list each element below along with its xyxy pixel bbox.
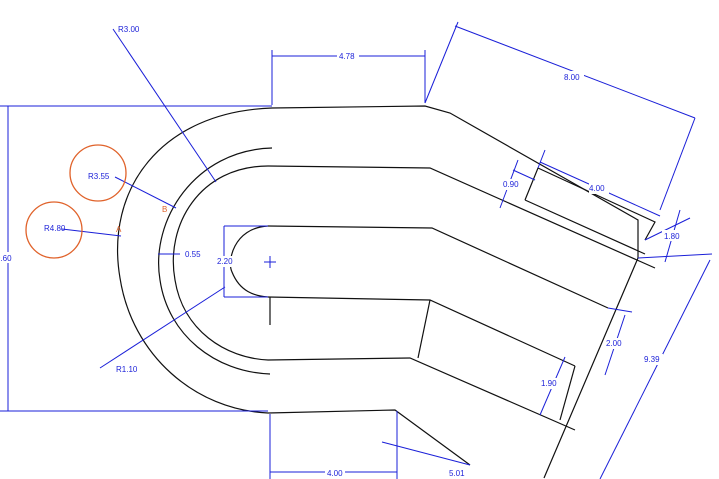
callout-circle-r480 <box>25 201 83 259</box>
right-inner-edge <box>559 365 576 421</box>
slot-upper-arc <box>172 165 269 361</box>
radius-r480-label: R4.80 <box>44 224 66 233</box>
radius-r110-label: R1.10 <box>116 365 138 374</box>
dim-190-label: 1.90 <box>541 379 557 388</box>
dim-478-label: 4.78 <box>339 52 355 61</box>
dim-055-label: 0.55 <box>185 250 201 259</box>
inner-tongue-arc <box>229 225 269 298</box>
dim-800-label: 8.00 <box>564 73 580 82</box>
dim-400-top-label: 4.00 <box>589 184 605 193</box>
inner-tongue-bottom <box>267 296 576 367</box>
dim-220-label: 2.20 <box>217 257 233 266</box>
inner-tongue-top <box>267 225 609 309</box>
dim-960-label: 9.60 <box>0 254 12 263</box>
outer-profile <box>271 105 639 479</box>
dim-200-label: 2.00 <box>606 339 622 348</box>
inner-tongue-end <box>417 299 431 359</box>
dim-400-bottom-label: 4.00 <box>327 469 343 478</box>
bottom-outer-edge <box>267 409 471 466</box>
step-notch-lower <box>524 199 646 255</box>
radius-r355-label: R3.55 <box>88 172 110 181</box>
outer-arc <box>116 107 273 414</box>
slot-upper-edge <box>267 165 656 269</box>
part-geometry <box>116 105 656 479</box>
dim-501-label: 5.01 <box>449 469 465 478</box>
point-a-label: A <box>116 225 122 234</box>
dim-180-label: 1.80 <box>664 232 680 241</box>
slot-lower-edge <box>267 357 576 431</box>
radius-r300-label: R3.00 <box>118 25 140 34</box>
dim-090-label: 0.90 <box>503 180 519 189</box>
callout-circle-r355 <box>69 144 127 202</box>
dimension-labels: 4.78 8.00 0.90 4.00 1.80 9.60 0.55 2.20 … <box>0 25 682 478</box>
inner-arc-left <box>158 147 273 375</box>
dim-939-label: 9.39 <box>644 355 660 364</box>
point-b-label: B <box>162 205 167 214</box>
step-notch <box>524 167 656 241</box>
